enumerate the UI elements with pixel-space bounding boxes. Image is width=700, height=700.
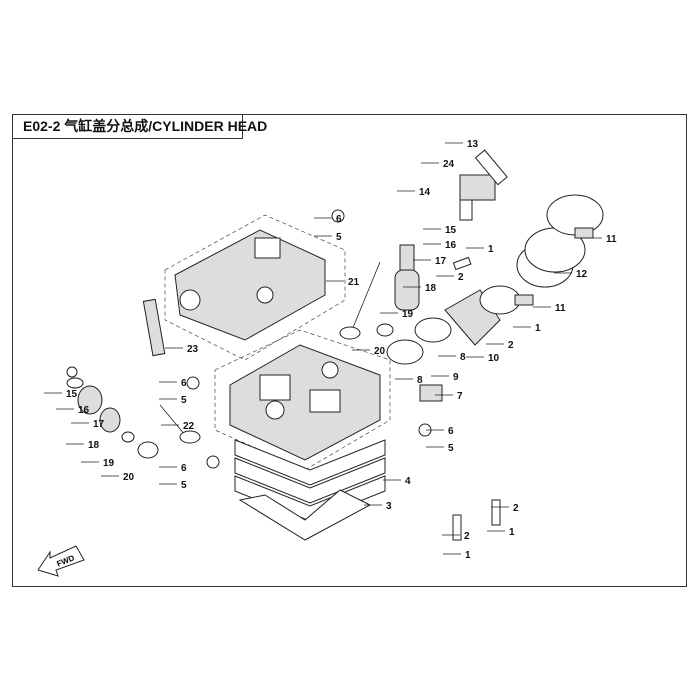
callout-20: 20	[123, 472, 135, 483]
callout-8: 8	[460, 352, 466, 363]
page-title: E02-2 气缸盖分总成/CYLINDER HEAD	[12, 114, 267, 139]
callout-1: 1	[465, 550, 471, 561]
callout-18: 18	[425, 283, 437, 294]
callout-17: 17	[435, 256, 447, 267]
callout-2: 2	[458, 272, 464, 283]
callout-2: 2	[513, 503, 519, 514]
callout-18: 18	[88, 440, 100, 451]
callout-13: 13	[467, 139, 479, 150]
callout-5: 5	[336, 232, 342, 243]
callout-1: 1	[488, 244, 494, 255]
callout-7: 7	[457, 391, 463, 402]
callout-16: 16	[445, 240, 457, 251]
valve-right	[339, 244, 420, 340]
callout-8: 8	[417, 375, 423, 386]
callout-19: 19	[103, 458, 115, 469]
head-gasket	[238, 489, 372, 541]
callout-20: 20	[374, 346, 386, 357]
callout-6: 6	[448, 426, 454, 437]
callout-11: 11	[555, 303, 566, 314]
cylinder-head	[229, 344, 381, 461]
callout-23: 23	[187, 344, 199, 355]
callout-1: 1	[535, 323, 541, 334]
callout-5: 5	[181, 480, 187, 491]
callout-11: 11	[606, 234, 617, 245]
callout-15: 15	[445, 225, 457, 236]
callout-15: 15	[66, 389, 78, 400]
fwd-arrow-icon: FWD	[37, 545, 85, 577]
valve-cover-outline	[164, 214, 346, 361]
diagram-frame	[12, 114, 687, 587]
callout-5: 5	[448, 443, 454, 454]
callout-6: 6	[181, 463, 187, 474]
callout-19: 19	[402, 309, 414, 320]
callout-6: 6	[181, 378, 187, 389]
callout-24: 24	[443, 159, 455, 170]
callout-2: 2	[464, 531, 470, 542]
callout-6: 6	[336, 214, 342, 225]
callout-1: 1	[509, 527, 515, 538]
callout-21: 21	[348, 277, 360, 288]
callout-12: 12	[576, 269, 588, 280]
spark-plug	[142, 298, 166, 357]
injector	[459, 149, 508, 221]
callout-3: 3	[386, 501, 392, 512]
callout-10: 10	[488, 353, 500, 364]
callout-16: 16	[78, 405, 90, 416]
cylinder-head-outline	[214, 329, 391, 471]
callout-5: 5	[181, 395, 187, 406]
callout-4: 4	[405, 476, 411, 487]
callout-22: 22	[183, 421, 195, 432]
callout-9: 9	[453, 372, 459, 383]
callout-17: 17	[93, 419, 105, 430]
temp-sensor	[419, 384, 443, 402]
callout-2: 2	[508, 340, 514, 351]
intake-manifold	[386, 194, 604, 365]
callout-14: 14	[419, 187, 431, 198]
camshaft-holder	[174, 229, 326, 341]
valve-springs-left	[66, 366, 201, 459]
